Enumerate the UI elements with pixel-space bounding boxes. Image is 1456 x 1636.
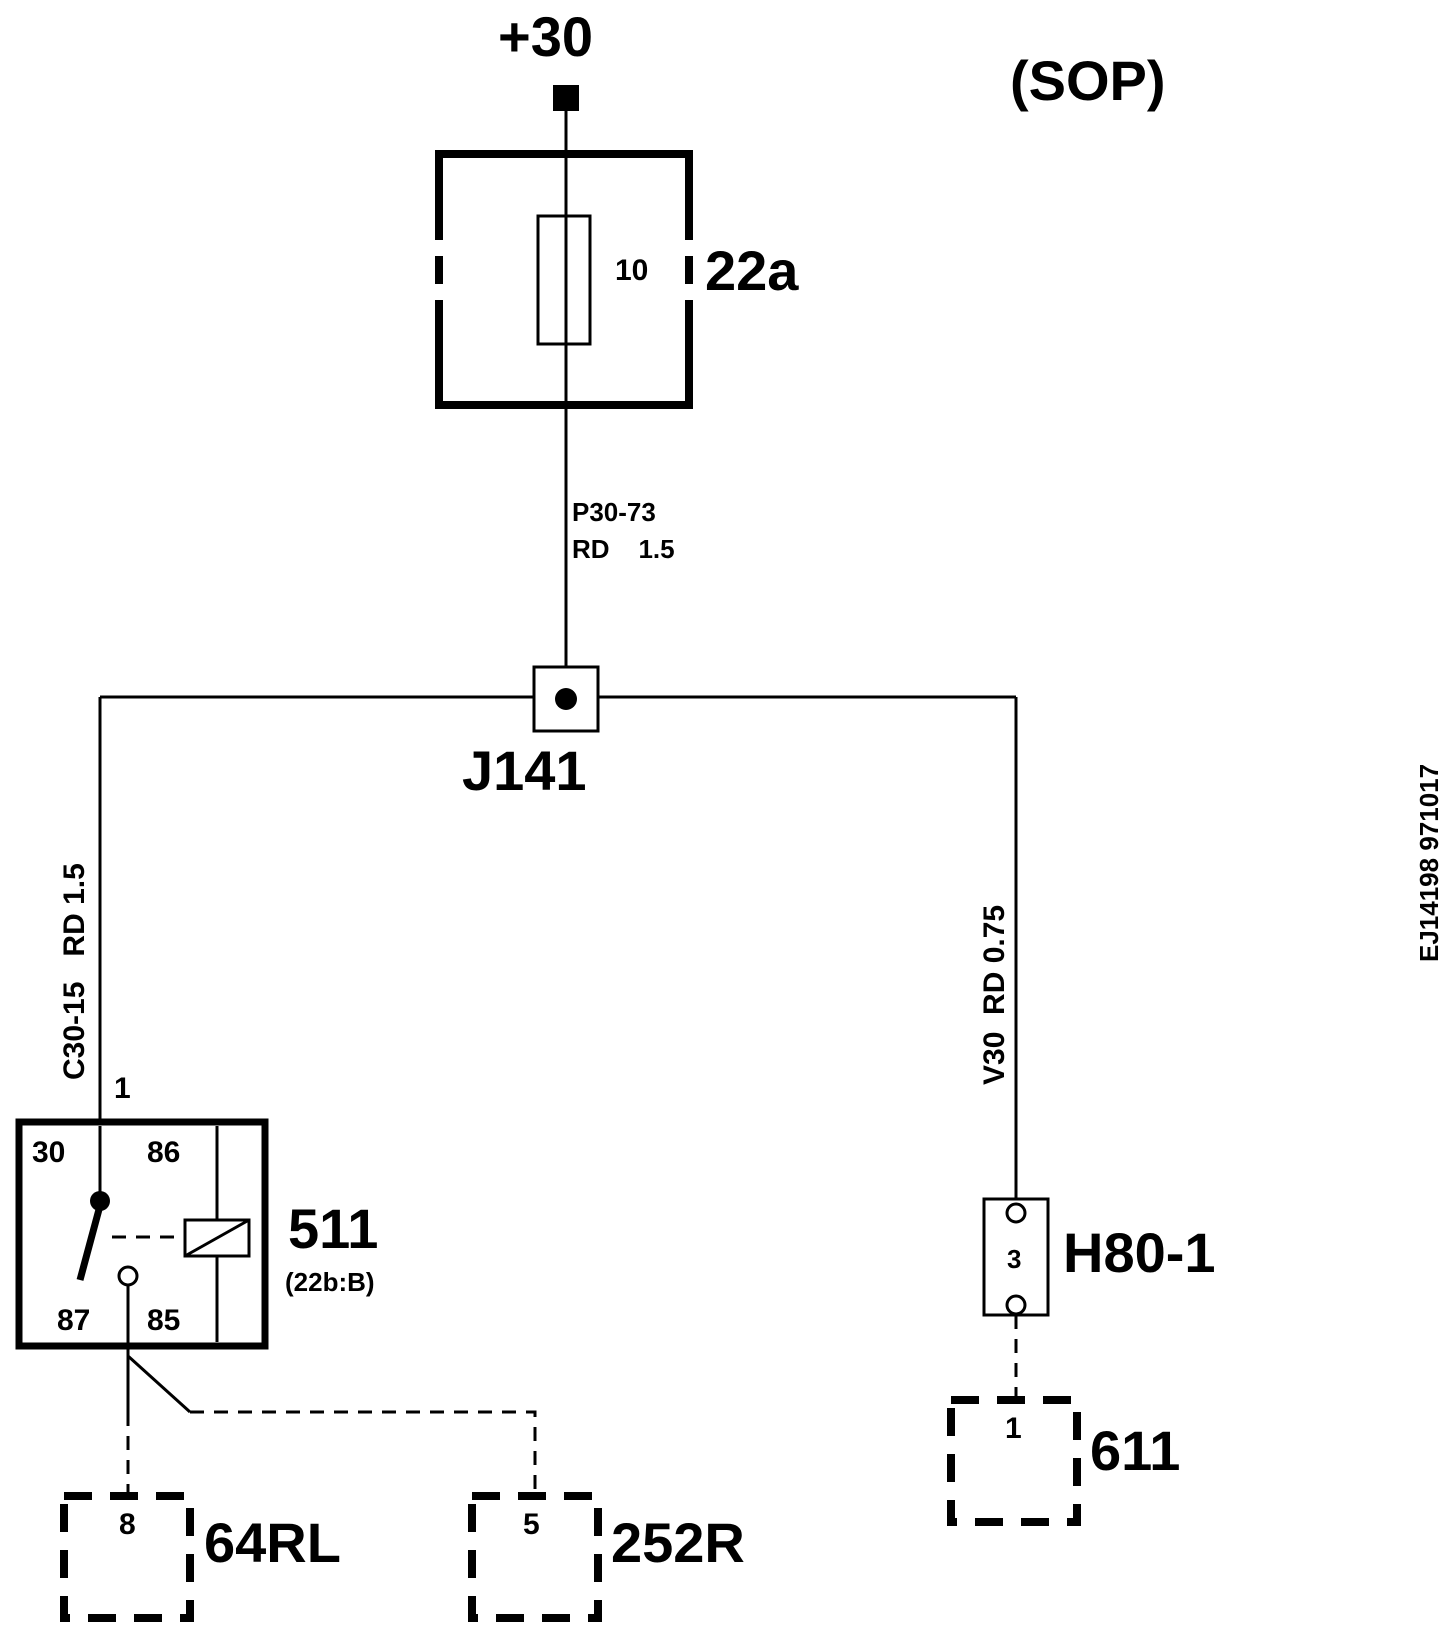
relay-contact-arm xyxy=(76,1201,105,1281)
connector-h80-pin-top xyxy=(1005,1202,1027,1224)
main-wire-spec: RD 1.5 xyxy=(572,534,675,564)
main-wire-code: P30-73 xyxy=(572,497,656,527)
relay-ref: (22b:B) xyxy=(285,1267,375,1297)
component-611-id: 611 xyxy=(1090,1419,1180,1482)
component-252r-box xyxy=(468,1492,602,1622)
dashed-wire-252r xyxy=(190,1410,537,1492)
connector-h80-pin-bottom xyxy=(1005,1294,1027,1316)
relay-output-branch xyxy=(126,1354,192,1414)
relay-terminal-87: 87 xyxy=(57,1304,90,1337)
document-code: EJ14198 971017 xyxy=(1414,764,1444,962)
connector-h80-pin: 3 xyxy=(1007,1244,1021,1274)
relay-terminal-86: 86 xyxy=(147,1136,180,1169)
junction-id: J141 xyxy=(462,739,587,802)
relay-id: 511 xyxy=(288,1197,378,1260)
component-64rl-id: 64RL xyxy=(204,1511,341,1574)
relay-contact-pivot xyxy=(90,1191,110,1211)
fuse-id: 22a xyxy=(705,239,799,302)
fuse-element xyxy=(536,214,592,346)
fuse-box xyxy=(435,150,693,409)
variant-label: (SOP) xyxy=(1010,49,1166,112)
connector-h80-id: H80-1 xyxy=(1063,1221,1216,1284)
left-wire-label: C30-15 RD 1.5 xyxy=(58,863,91,1080)
supply-label: +30 xyxy=(498,5,593,68)
component-611-pin: 1 xyxy=(1005,1412,1022,1445)
relay-terminal-85: 85 xyxy=(147,1304,180,1337)
right-wire-label: V30 RD 0.75 xyxy=(978,905,1011,1085)
component-252r-pin: 5 xyxy=(523,1508,540,1541)
component-611-box xyxy=(947,1396,1081,1526)
component-252r-id: 252R xyxy=(611,1511,745,1574)
component-64rl-box xyxy=(60,1492,194,1622)
supply-terminal xyxy=(553,85,579,111)
relay-coil-diagonal xyxy=(184,1218,250,1258)
junction-dot xyxy=(555,688,577,710)
component-64rl-pin: 8 xyxy=(119,1508,136,1541)
fuse-rating: 10 xyxy=(615,254,648,287)
relay-contact-87 xyxy=(117,1265,139,1287)
relay-input-pin: 1 xyxy=(114,1072,131,1105)
relay-terminal-30: 30 xyxy=(32,1136,65,1169)
